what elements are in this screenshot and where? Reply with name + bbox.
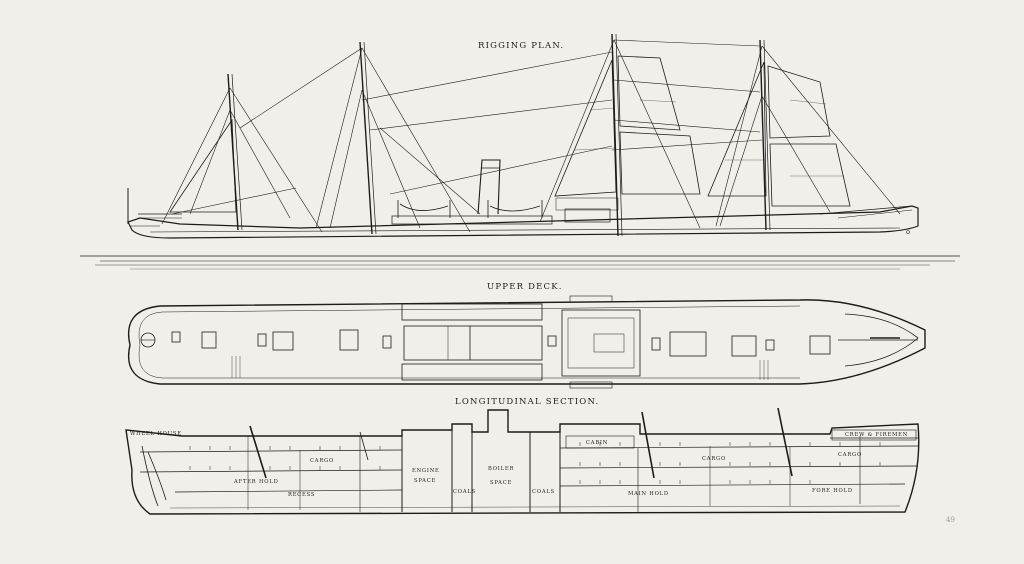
hull-profile — [127, 205, 919, 239]
lifeboats — [397, 200, 543, 218]
label-boiler: BOILER — [488, 466, 514, 472]
water-lines — [80, 255, 960, 270]
frame-ticks — [189, 442, 881, 484]
label-cargo-aft: CARGO — [310, 458, 334, 464]
sails — [169, 55, 851, 213]
label-recess: RECESS — [288, 492, 315, 498]
funnel — [477, 159, 501, 215]
section-masts — [249, 407, 793, 479]
label-main-hold: MAIN HOLD — [628, 491, 669, 497]
label-boiler-space: SPACE — [490, 480, 512, 486]
rigging-plan-title: RIGGING PLAN. — [478, 41, 564, 51]
deck-lines — [139, 437, 919, 493]
label-engine: ENGINE — [412, 468, 440, 474]
label-cargo-fwd: CARGO — [838, 452, 862, 458]
rigging-plan: RIGGING PLAN. — [80, 33, 960, 270]
label-engine-space: SPACE — [414, 478, 436, 484]
label-cargo-mid: CARGO — [702, 456, 726, 462]
masts — [227, 33, 771, 237]
deck-houses — [401, 295, 641, 389]
section-hull — [125, 409, 920, 515]
label-coals-1: COALS — [453, 489, 476, 495]
longitudinal-section: LONGITUDINAL SECTION. — [125, 397, 920, 515]
section-title: LONGITUDINAL SECTION. — [455, 397, 599, 407]
deck-ladders — [231, 356, 769, 380]
bulkheads — [247, 430, 861, 512]
label-cabin: CABIN — [586, 440, 608, 446]
label-fore-hold: FORE HOLD — [812, 488, 853, 494]
plate-number: 49 — [946, 516, 955, 524]
upper-deck-plan: UPPER DECK. — [128, 282, 926, 389]
label-coals-2: COALS — [532, 489, 555, 495]
deck-outline — [128, 299, 926, 385]
sail-seams — [574, 99, 844, 177]
label-wheel-house: WHEEL HOUSE — [130, 431, 182, 437]
upper-deck-title: UPPER DECK. — [487, 282, 563, 292]
label-after-hold: AFTER HOLD — [233, 479, 279, 485]
label-crew-firemen: CREW & FIREMEN — [845, 432, 908, 438]
deck-hatches — [171, 329, 831, 357]
rigging-lines — [161, 39, 901, 233]
